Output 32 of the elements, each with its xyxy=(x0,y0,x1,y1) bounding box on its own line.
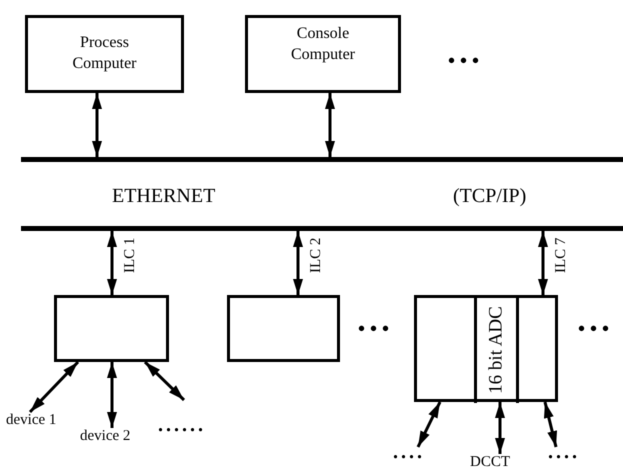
device-label: device 1 xyxy=(6,412,56,428)
double-arrow xyxy=(144,360,186,402)
computer-box xyxy=(25,15,184,93)
ellipsis-dots: .... xyxy=(548,441,580,463)
double-arrow xyxy=(325,93,335,157)
double-arrow xyxy=(107,362,117,428)
computer-label: Process Computer xyxy=(72,33,138,74)
double-arrow xyxy=(538,231,548,295)
bus-label: ETHERNET xyxy=(112,185,216,207)
module-label: 16 bit ADC xyxy=(486,306,507,394)
ellipsis-dots: • • • xyxy=(448,50,480,72)
ellipsis-dots: .... xyxy=(393,441,425,463)
double-arrow xyxy=(495,402,505,454)
ellipsis-dots: • • • xyxy=(358,318,390,340)
controller-box xyxy=(54,295,169,362)
ellipsis-dots: • • • xyxy=(578,318,610,340)
module-panel xyxy=(474,296,519,403)
device-label: DCCT xyxy=(470,454,510,469)
controller-box xyxy=(414,295,558,402)
double-arrow xyxy=(107,231,117,295)
double-arrow xyxy=(544,402,558,448)
computer-label: Console Computer xyxy=(290,24,356,65)
double-arrow xyxy=(28,360,80,414)
device-label: device 2 xyxy=(80,428,130,444)
computer-box xyxy=(245,15,401,93)
bus-label: (TCP/IP) xyxy=(453,185,526,207)
double-arrow xyxy=(416,401,442,448)
ellipsis-dots: ...... xyxy=(158,414,206,436)
network-bus xyxy=(21,157,623,231)
double-arrow xyxy=(293,231,303,295)
controller-box xyxy=(227,295,340,362)
double-arrow xyxy=(92,93,102,157)
